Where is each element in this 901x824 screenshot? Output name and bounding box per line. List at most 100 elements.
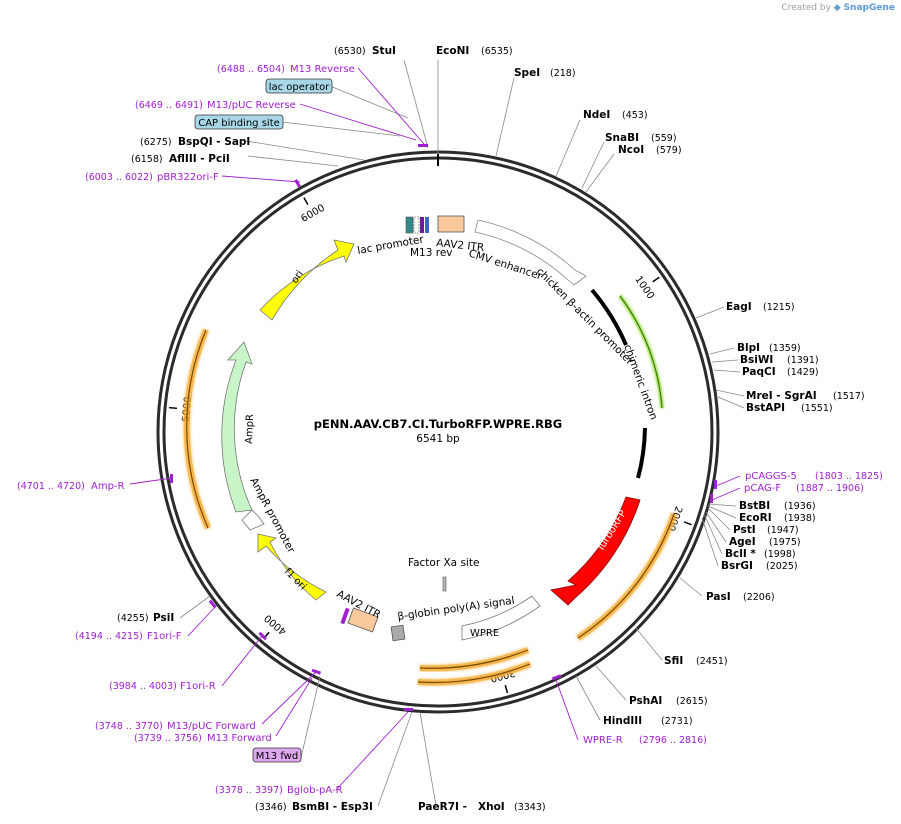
f1-ori-arrow[interactable] bbox=[257, 533, 327, 601]
enz-bspqi-name: BspQI - SapI bbox=[178, 136, 250, 148]
enz-eagi-name: EagI bbox=[726, 301, 752, 313]
enz-psii-name: PsiI bbox=[153, 612, 174, 624]
orange-arrow-lower-1-line bbox=[419, 649, 529, 669]
primer-m13puc-rev-pos: (6469 .. 6491) bbox=[135, 100, 203, 111]
enz-econi-pos: (6535) bbox=[481, 46, 513, 57]
tick-6000 bbox=[303, 197, 309, 205]
lac-operator-tag[interactable]: lac operator bbox=[265, 78, 333, 94]
enz-spei-pos: (218) bbox=[550, 68, 576, 79]
promoter-black-bar-2[interactable] bbox=[636, 427, 647, 479]
enz-ncoi-pos: (579) bbox=[656, 145, 682, 156]
primer-wpre-r-name: WPRE-R bbox=[583, 735, 623, 746]
enz-sfii-name: SfiI bbox=[664, 655, 683, 667]
primer-pbr322-pos: (6003 .. 6022) bbox=[85, 172, 153, 183]
enz-ecori-pos: (1938) bbox=[784, 513, 816, 524]
primer-wpre-r-pos: (2796 .. 2816) bbox=[639, 735, 707, 746]
m13-rev-mark[interactable] bbox=[425, 217, 429, 233]
cap-binding-site-tag[interactable]: CAP binding site bbox=[194, 114, 284, 130]
enz-afliii-name: AflIII - PciI bbox=[169, 153, 230, 165]
cb-actin-promoter-bar[interactable] bbox=[590, 288, 628, 346]
enz-econi-name: EcoNI bbox=[436, 45, 469, 57]
enz-stui-name: StuI bbox=[372, 45, 396, 57]
orange-feature-left-line bbox=[186, 329, 209, 529]
enz-spei-name: SpeI bbox=[514, 67, 540, 79]
tick-label-1000: 1000 bbox=[632, 274, 656, 301]
beta-globin-box[interactable] bbox=[390, 624, 406, 642]
lac-operator-mark[interactable] bbox=[413, 216, 420, 234]
aav2-itr-lower-box[interactable] bbox=[347, 607, 379, 633]
primer-pcagf-name: pCAG-F bbox=[744, 483, 781, 494]
enz-pasi-name: PasI bbox=[706, 591, 731, 603]
enz-sfii-pos: (2451) bbox=[696, 656, 728, 667]
plasmid-length: 6541 bp bbox=[416, 433, 460, 445]
primer-m13puc-fwd-name: M13/pUC Forward bbox=[167, 721, 256, 732]
primer-pcaggs-name: pCAGGS-5 bbox=[745, 471, 797, 482]
enz-hindiii-pos: (2731) bbox=[661, 716, 693, 727]
enz-bsiwi-pos: (1391) bbox=[787, 355, 819, 366]
enz-blpi-name: BlpI bbox=[737, 342, 760, 354]
primer-leader-lines bbox=[129, 67, 741, 791]
factor-xa-mark[interactable] bbox=[442, 576, 447, 592]
tick-3000 bbox=[504, 685, 509, 694]
orange-feature-right-line bbox=[577, 513, 675, 639]
factor-xa-label: Factor Xa site bbox=[408, 557, 479, 569]
primer-m13fwd-name: M13 Forward bbox=[207, 733, 272, 744]
ori-arrow[interactable] bbox=[259, 239, 355, 321]
credit-brand: SnapGene bbox=[843, 3, 895, 13]
primer-labels: (6488 .. 6504) M13 Reverse (6469 .. 6491… bbox=[17, 64, 883, 796]
lac-promoter-box[interactable] bbox=[405, 216, 414, 234]
tick-label-6000: 6000 bbox=[299, 203, 327, 225]
enz-bsiwi-name: BsiWI bbox=[740, 354, 773, 366]
primer-ampr-name: Amp-R bbox=[91, 481, 125, 492]
enz-snabi-name: SnaBI bbox=[605, 132, 639, 144]
wpre-arrow[interactable] bbox=[461, 595, 541, 641]
primer-m13fwd-pos: (3739 .. 3756) bbox=[134, 733, 202, 744]
enz-bspqi-pos: (6275) bbox=[140, 137, 172, 148]
primer-pcagf-pos: (1887 .. 1906) bbox=[796, 483, 864, 494]
enz-bstbi-pos: (1936) bbox=[784, 501, 816, 512]
enz-bcli-name: BclI * bbox=[725, 548, 756, 560]
plasmid-name: pENN.AAV.CB7.CI.TurboRFP.WPRE.RBG bbox=[314, 417, 562, 431]
cmv-enhancer-arrow[interactable] bbox=[474, 219, 587, 286]
m13-fwd-mark[interactable] bbox=[340, 607, 350, 625]
primer-f1orir-name: F1ori-R bbox=[180, 681, 216, 692]
wpre-label: WPRE bbox=[470, 628, 499, 639]
enz-bsrgi-name: BsrGI bbox=[721, 560, 753, 572]
lac-operator-text: lac operator bbox=[269, 82, 330, 93]
enz-paqci-name: PaqCI bbox=[742, 366, 776, 378]
m13-fwd-tag[interactable]: M13 fwd bbox=[252, 747, 302, 763]
enz-blpi-pos: (1359) bbox=[769, 343, 801, 354]
enz-eagi-pos: (1215) bbox=[763, 302, 795, 313]
aav2-itr-top-box[interactable] bbox=[437, 215, 465, 233]
primer-m13rev-pos: (6488 .. 6504) bbox=[217, 64, 285, 75]
cap-site-mark[interactable] bbox=[420, 217, 424, 233]
ampr-arrow[interactable] bbox=[221, 341, 253, 513]
primer-m13puc-fwd-pos: (3748 .. 3770) bbox=[95, 721, 163, 732]
enz-mrei-name: MreI - SgrAI bbox=[746, 390, 817, 402]
enz-ndei-pos: (453) bbox=[622, 110, 648, 121]
turborfp-arrow[interactable] bbox=[550, 496, 641, 606]
ampr-label: AmpR bbox=[244, 414, 256, 444]
enz-ncoi-name: NcoI bbox=[618, 144, 644, 156]
enz-bstapi-pos: (1551) bbox=[801, 403, 833, 414]
primer-bglob-name: Bglob-pA-R bbox=[287, 785, 343, 796]
chimeric-intron-line bbox=[619, 295, 663, 409]
primer-ampr-pos: (4701 .. 4720) bbox=[17, 481, 85, 492]
enz-pshai-pos: (2615) bbox=[676, 696, 708, 707]
enz-agei-pos: (1975) bbox=[769, 537, 801, 548]
enz-psti-name: PstI bbox=[733, 524, 756, 536]
enz-psti-pos: (1947) bbox=[767, 525, 799, 536]
primer-pbr322-name: pBR322ori-F bbox=[157, 172, 219, 183]
backbone-outer-ring bbox=[156, 150, 720, 714]
enz-xhoi-pos: (3343) bbox=[514, 802, 546, 813]
orange-arrow-lower-2-line bbox=[417, 663, 531, 684]
primer-bglob-pos: (3378 .. 3397) bbox=[215, 785, 283, 796]
enz-xhoi-name: XhoI bbox=[478, 801, 505, 813]
snapgene-credit: Created by ◆ SnapGene bbox=[781, 3, 895, 13]
m13-fwd-text: M13 fwd bbox=[256, 751, 298, 762]
ampr-promoter-arrow[interactable] bbox=[241, 509, 265, 531]
enz-paer7i-name: PaeR7I - bbox=[418, 801, 467, 813]
primer-f1orir-pos: (3984 .. 4003) bbox=[109, 681, 177, 692]
